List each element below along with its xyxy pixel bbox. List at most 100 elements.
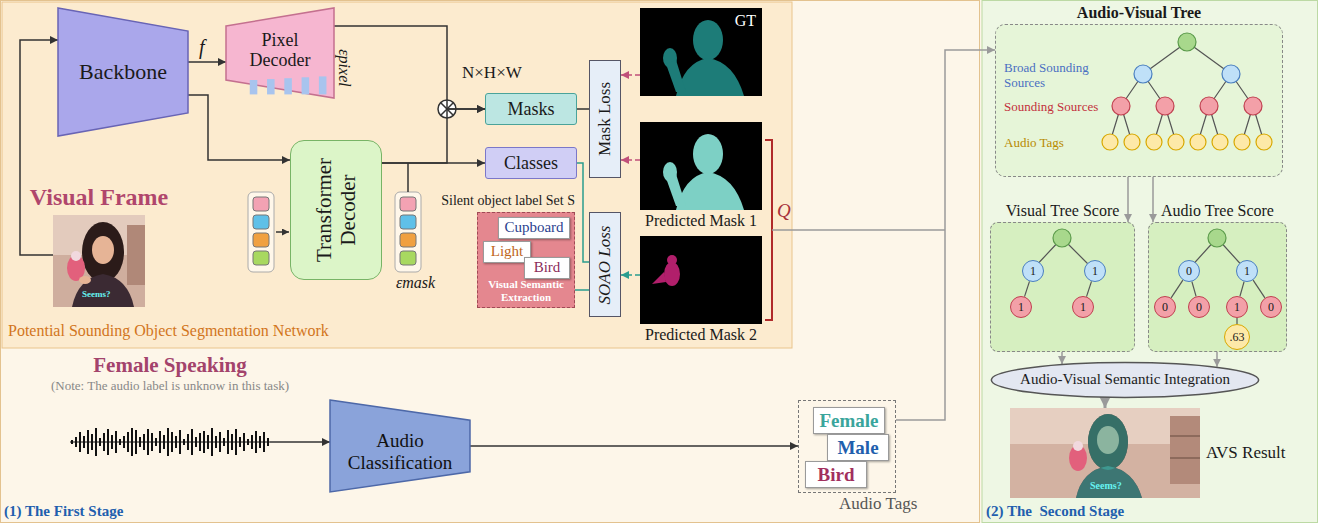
visual-frame-picture	[53, 215, 145, 307]
connector	[1025, 281, 1030, 296]
node-text: 1	[1080, 301, 1086, 313]
node-text: Female Speaking	[93, 353, 246, 377]
tag-card: Female	[813, 407, 885, 434]
query-bracket	[765, 140, 945, 320]
visual-frame-picture	[92, 236, 114, 264]
node-text: Bird	[818, 464, 855, 486]
node-text: Audio Tags	[839, 494, 917, 514]
node-text: Backbone	[79, 59, 167, 84]
connector	[621, 274, 640, 276]
annotation-label: Potential Sounding Object Segmentation N…	[8, 322, 329, 340]
tree-score-node: 0	[1260, 296, 1282, 318]
query-tokens	[400, 233, 416, 247]
audio-visual-tree-drawing	[1168, 134, 1184, 150]
annotation-label: N×H×W	[462, 63, 522, 83]
connector	[382, 162, 485, 164]
visual-frame-picture	[82, 222, 124, 282]
panel-ground	[2, 2, 792, 348]
mask-image: Predicted Mask 1	[640, 122, 762, 210]
label-card: Cupboard	[498, 217, 570, 239]
avs-result-picture	[1170, 436, 1200, 458]
audio-visual-tree-drawing	[1102, 134, 1118, 150]
node-text: 1	[1234, 301, 1240, 313]
avs-result-picture	[1088, 414, 1128, 470]
query-tokens	[253, 197, 269, 211]
integration-ellipse: Audio-Visual Semantic Integration	[990, 362, 1260, 398]
query-bracket	[765, 140, 772, 320]
connector	[1127, 177, 1129, 222]
connector	[1171, 280, 1183, 298]
score-tree-roots	[1208, 229, 1226, 247]
audio-visual-tree-box: Audio-Visual TreeBroad Sounding SourcesS…	[995, 24, 1283, 177]
connector	[1061, 352, 1063, 364]
visual-frame-picture	[79, 276, 91, 284]
node-text: Silent object label Set S	[439, 193, 577, 209]
audio-visual-tree-drawing	[1200, 97, 1218, 115]
connector	[20, 40, 58, 255]
audio-tags-box: Audio TagsFemaleMaleBird	[798, 400, 896, 493]
audio-visual-tree-drawing	[1156, 97, 1174, 115]
node-text: Predicted Mask 1	[645, 212, 757, 230]
query-tokens	[276, 231, 289, 233]
tree-score-node: 1	[1236, 260, 1258, 282]
visual-frame-picture	[72, 274, 134, 307]
node-text: SOAO Loss	[595, 225, 615, 304]
visual-frame-picture	[127, 225, 145, 285]
mask-image: GT	[640, 8, 762, 96]
tree-score-node: 0	[1188, 296, 1210, 318]
panel-ground	[1, 1, 980, 523]
predicted-mask-picture	[640, 122, 762, 210]
node-text: Masks	[507, 99, 554, 120]
audio-visual-tree-drawing	[1110, 42, 1264, 142]
node-subtext: Sounding Sources	[1004, 100, 1099, 115]
avs-result-picture	[1010, 408, 1200, 498]
avs-result-picture	[1076, 466, 1142, 498]
audio-visual-tree-drawing	[1112, 97, 1130, 115]
audio-visual-tree-drawing	[1124, 134, 1140, 150]
score-tree-roots	[1032, 229, 1246, 270]
query-tokens	[400, 251, 416, 265]
audio-visual-tree-drawing	[1244, 97, 1262, 115]
audio-visual-tree-drawing	[1222, 65, 1240, 83]
node-text: AVS Result	[1206, 443, 1286, 463]
query-tokens	[253, 251, 269, 265]
avs-result-picture	[1010, 408, 1200, 498]
connector	[270, 441, 330, 443]
audio-classifier-block: Audio Classification	[330, 400, 470, 492]
node-text: Pixel Decoder	[238, 30, 322, 70]
connector	[1152, 177, 1154, 222]
node-text: 0	[1196, 301, 1202, 313]
predicted-mask-picture	[664, 262, 680, 286]
predicted-mask-picture	[693, 134, 723, 174]
node-text: GT	[735, 12, 756, 30]
node-subtext: (Note: The audio label is unknow in this…	[51, 379, 289, 394]
annotation-label: εmask	[396, 274, 435, 292]
connector	[1104, 398, 1107, 408]
tree-score-node: 1	[1072, 296, 1094, 318]
connector	[188, 95, 290, 160]
node-subtext: Audio Tags	[1004, 136, 1099, 151]
score-tree-roots	[1053, 229, 1071, 247]
audio-visual-tree-drawing	[1190, 134, 1206, 150]
tree-score-node: 1	[1010, 296, 1032, 318]
audio-visual-tree-drawing	[1102, 33, 1272, 150]
tree-score-box: Visual Tree Score1111	[990, 222, 1135, 352]
gt-mask-picture	[640, 8, 762, 96]
masks-box: Masks	[485, 93, 577, 125]
node-text: Transformer Decoder	[312, 145, 360, 275]
node-text: 0	[1268, 301, 1274, 313]
predicted-mask-picture	[640, 236, 762, 324]
connector	[1253, 280, 1265, 298]
node-text: Predicted Mask 2	[645, 326, 757, 344]
predicted-mask-picture	[667, 255, 677, 265]
node-text: 1	[1018, 301, 1024, 313]
predicted-mask-picture	[640, 236, 762, 324]
node-text: 0	[1162, 301, 1168, 313]
visual-frame-picture	[53, 215, 145, 307]
audio-waveform	[70, 428, 270, 456]
query-tokens	[253, 233, 269, 247]
node-text: Bird	[534, 259, 561, 276]
